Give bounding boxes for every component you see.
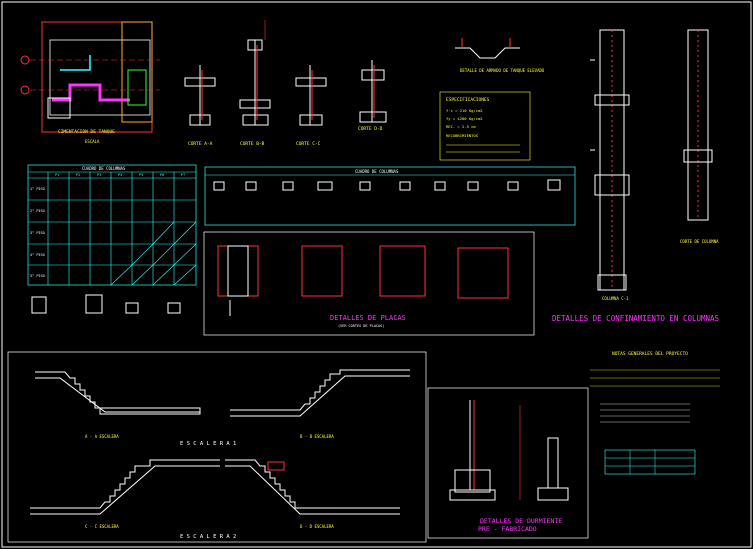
confinement-columns: COLUMNA C-1 CORTE DE COLUMNA DETALLES DE… [552,29,720,323]
note-line-2: fy = 4200 Kg/cm2 [446,116,483,121]
column-label: COLUMNA C-1 [602,296,629,301]
corte-d-label: CORTE D-D [358,126,383,132]
corte-c-label: CORTE C-C [296,141,321,147]
plan-scale: ESCALA [85,139,100,144]
tank-plan: CIMENTACION DE TANQUE ESCALA [20,21,160,144]
general-notes: NOTAS GENERALES DEL PROYECTO [590,351,720,475]
corte-b-label: CORTE B-B [240,141,265,147]
note-line-1: f'c = 210 Kg/cm2 [446,108,483,113]
col-h-5: P5 [139,173,143,177]
column-sections: CORTE A-A CORTE B-B CORTE C-C CORTE D-D [184,20,387,147]
plates-details: DETALLES DE PLACAS (VER CORTES DE PLACAS… [203,231,535,336]
precast-title: DETALLES DE DURMIENTE [480,517,562,525]
plates-title: DETALLES DE PLACAS [330,314,406,322]
columns-table-2-header: CUADRO DE COLUMNAS [355,169,399,174]
small-section-details [31,294,181,314]
note-line-3: REC. = 2.5 cm [446,124,476,129]
precast-subtitle: PRE - FABRICADO [478,525,537,533]
confinement-title: DETALLES DE CONFINAMIENTO EN COLUMNAS [552,314,720,323]
tank-detail: DETALLE DE ARMADO DE TANQUE ELEVADO [455,38,545,73]
notes-header: ESPECIFICACIONES [446,97,490,103]
escalera-2-title: E S C A L E R A 2 [180,534,236,540]
col-h-1: P1 [55,173,59,177]
row-h-2: 2° PISO [30,209,45,213]
columns-table-2: CUADRO DE COLUMNAS [204,166,576,226]
stair-label-aa: A - A ESCALERA [85,434,119,439]
stair-label-bb: B - B ESCALERA [300,434,334,439]
columns-table: CUADRO DE COLUMNAS P1 P2 P3 P4 P5 P6 P7 … [27,164,197,286]
col-h-6: P6 [160,173,164,177]
stair-label-cc: C - C ESCALERA [85,524,119,529]
row-h-1: 1° PISO [30,187,45,191]
row-h-4: 4° PISO [30,253,45,257]
row-h-3: 3° PISO [30,231,45,235]
col-h-2: P2 [76,173,80,177]
escalera-1-title: E S C A L E R A 1 [180,441,236,447]
corte-a-label: CORTE A-A [188,141,213,147]
note-line-4: RECUBRIMIENTOS [446,133,479,138]
tank-detail-label: DETALLE DE ARMADO DE TANQUE ELEVADO [460,68,545,73]
col-h-7: P7 [181,173,185,177]
stair-label-dd: D - D ESCALERA [300,524,334,529]
notes-box: ESPECIFICACIONES f'c = 210 Kg/cm2 fy = 4… [439,91,531,161]
general-notes-header: NOTAS GENERALES DEL PROYECTO [612,351,688,357]
plan-label: CIMENTACION DE TANQUE [58,129,115,135]
col-h-4: P4 [118,173,122,177]
row-h-5: 5° PISO [30,274,45,278]
col-h-3: P3 [97,173,101,177]
stairs-panel: A - A ESCALERA B - B ESCALERA E S C A L … [7,351,427,543]
columns-table-header: CUADRO DE COLUMNAS [82,166,126,171]
precast-panel: DETALLES DE DURMIENTE PRE - FABRICADO [427,387,589,539]
plates-subtitle: (VER CORTES DE PLACAS) [338,324,384,328]
column-cut-label: CORTE DE COLUMNA [680,239,719,244]
